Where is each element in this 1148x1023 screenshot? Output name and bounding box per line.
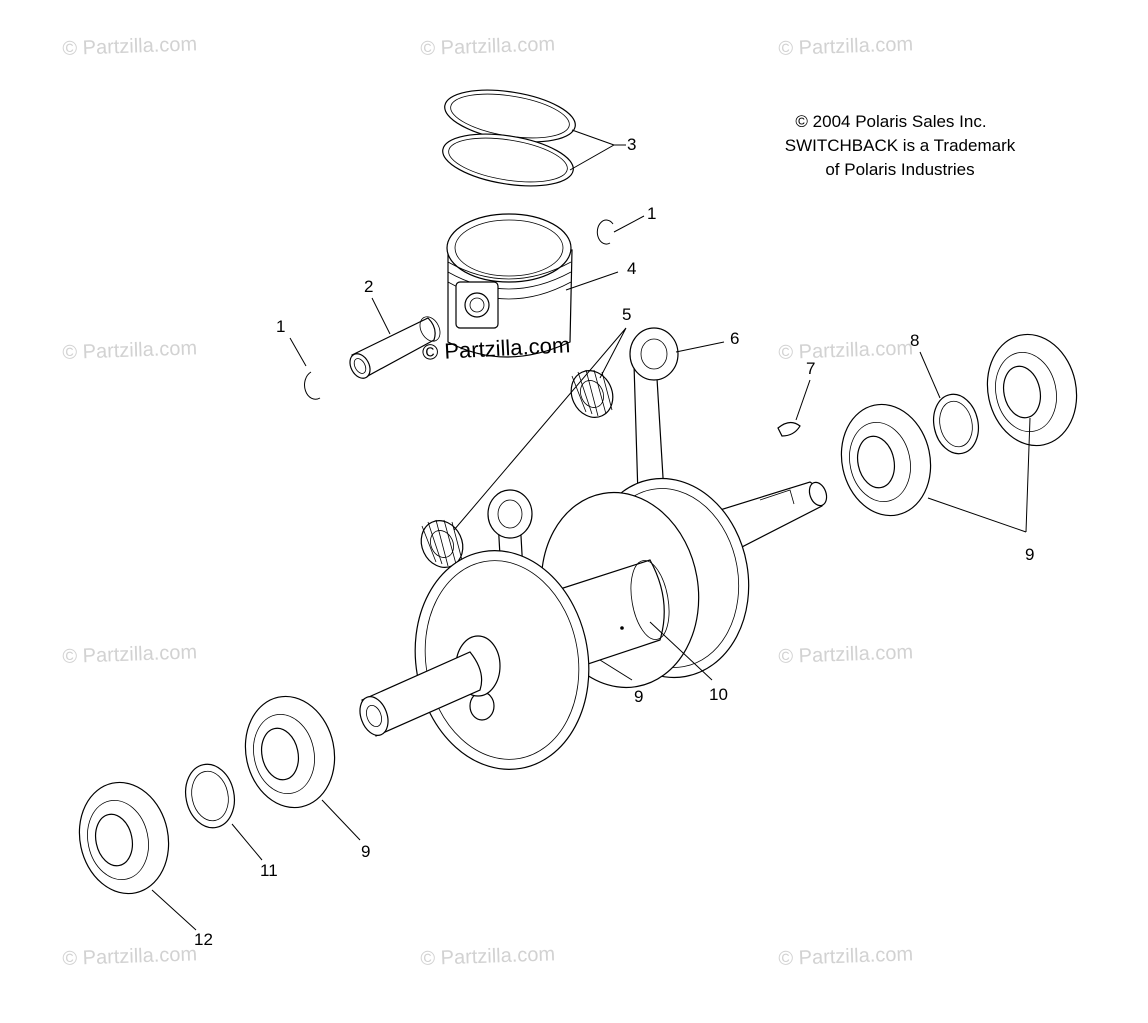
callout-1-top: 1: [647, 204, 657, 223]
callout-11: 11: [260, 861, 278, 880]
copyright-line-3: of Polaris Industries: [825, 160, 975, 179]
callout-6: 6: [730, 329, 740, 348]
leader-lines: [151, 129, 1031, 931]
callout-12: 12: [194, 930, 213, 949]
callout-5: 5: [622, 305, 632, 324]
callout-3: 3: [627, 135, 637, 154]
callout-10: 10: [709, 685, 728, 704]
callout-2: 2: [364, 277, 374, 296]
left-bearings: [78, 695, 336, 895]
copyright-line-2: SWITCHBACK is a Trademark: [784, 136, 1016, 155]
needle-bearings: [420, 369, 614, 568]
piston-rings: [442, 89, 576, 187]
callout-4: 4: [627, 259, 637, 278]
crankshaft: [359, 477, 828, 770]
circlips: [304, 219, 614, 400]
right-bearings: [840, 333, 1078, 517]
callout-9-center: 9: [634, 687, 644, 706]
copyright-notice: © 2004 Polaris Sales Inc. SWITCHBACK is …: [740, 110, 1060, 182]
piston: [446, 213, 573, 358]
woodruff-key: [777, 421, 801, 437]
copyright-line-1: © 2004 Polaris Sales Inc.: [795, 112, 987, 131]
callout-9-bottom: 9: [361, 842, 371, 861]
callout-9-right: 9: [1025, 545, 1035, 564]
callout-8: 8: [910, 331, 920, 350]
wrist-pin: [349, 316, 441, 379]
callout-1-left: 1: [276, 317, 286, 336]
callout-7: 7: [806, 359, 816, 378]
